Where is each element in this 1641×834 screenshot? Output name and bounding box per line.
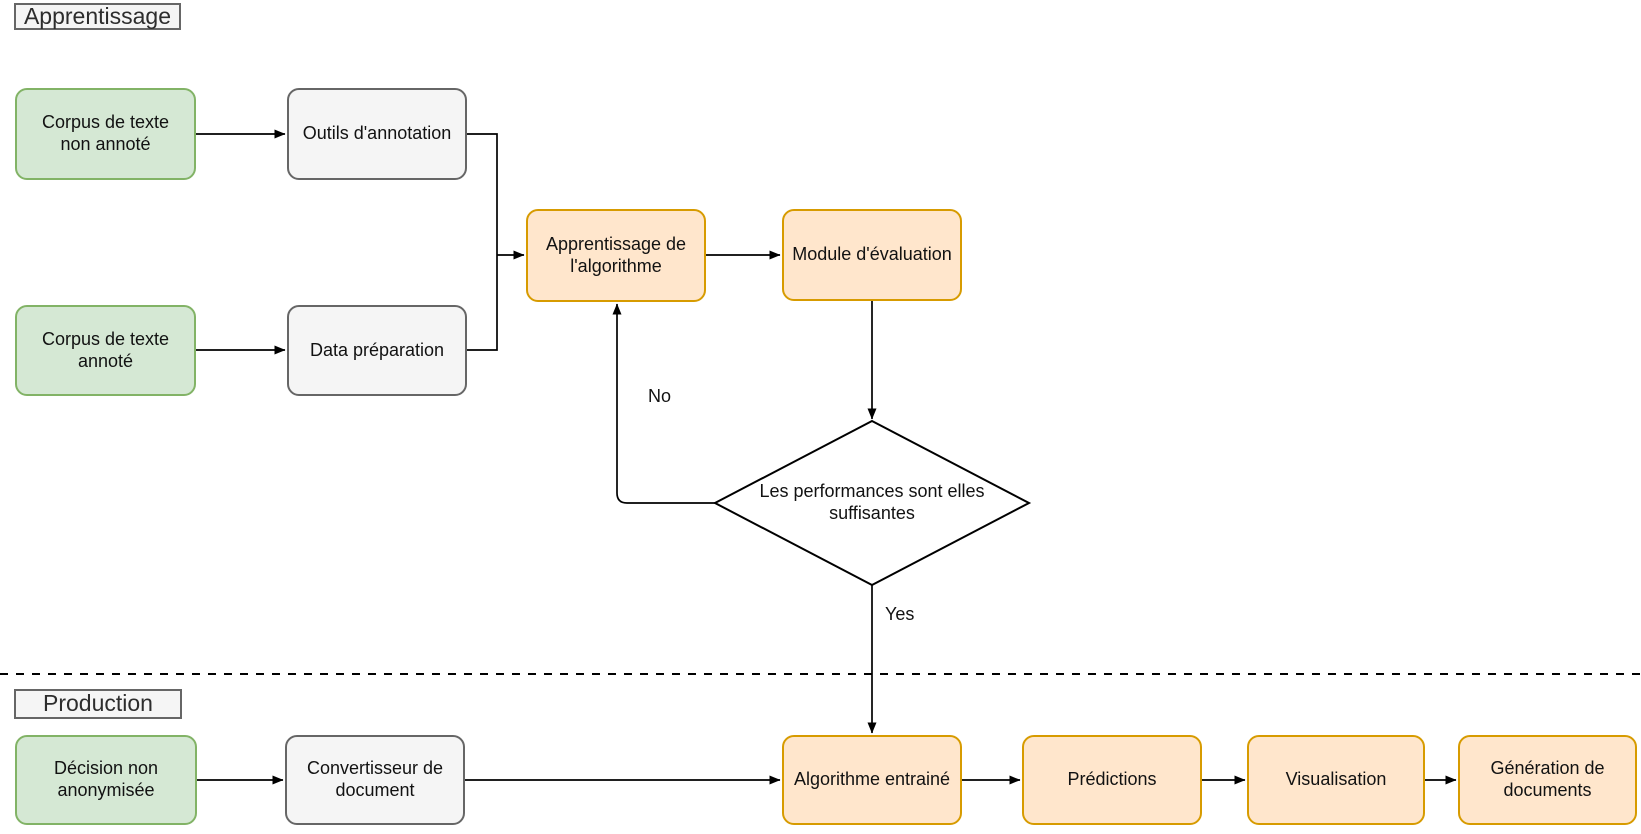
node-decision-non-anonymisee: Décision non anonymisée <box>15 735 197 825</box>
node-visualisation: Visualisation <box>1247 735 1425 825</box>
node-data-preparation: Data préparation <box>287 305 467 396</box>
edge-label-yes: Yes <box>883 604 917 625</box>
edge-decision-no-loop <box>612 303 715 504</box>
node-outils-annotation: Outils d'annotation <box>287 88 467 180</box>
node-generation-documents: Génération de documents <box>1458 735 1637 825</box>
node-algorithme-entraine: Algorithme entrainé <box>782 735 962 825</box>
edge-label-no: No <box>646 386 674 407</box>
node-corpus-texte-annote: Corpus de texte annoté <box>15 305 196 396</box>
section-label-apprentissage: Apprentissage <box>14 3 181 30</box>
node-corpus-texte-non-annote: Corpus de texte non annoté <box>15 88 196 180</box>
decision-diamond-label: Les performances sont elles suffisantes <box>759 481 985 523</box>
node-apprentissage-algorithme: Apprentissage de l'algorithme <box>526 209 706 302</box>
edge-data-preparation-to-junction <box>467 255 498 351</box>
node-predictions: Prédictions <box>1022 735 1202 825</box>
node-module-evaluation: Module d'évaluation <box>782 209 962 301</box>
section-label-production: Production <box>14 689 182 719</box>
edge-outils-to-junction <box>467 133 498 255</box>
node-convertisseur-document: Convertisseur de document <box>285 735 465 825</box>
